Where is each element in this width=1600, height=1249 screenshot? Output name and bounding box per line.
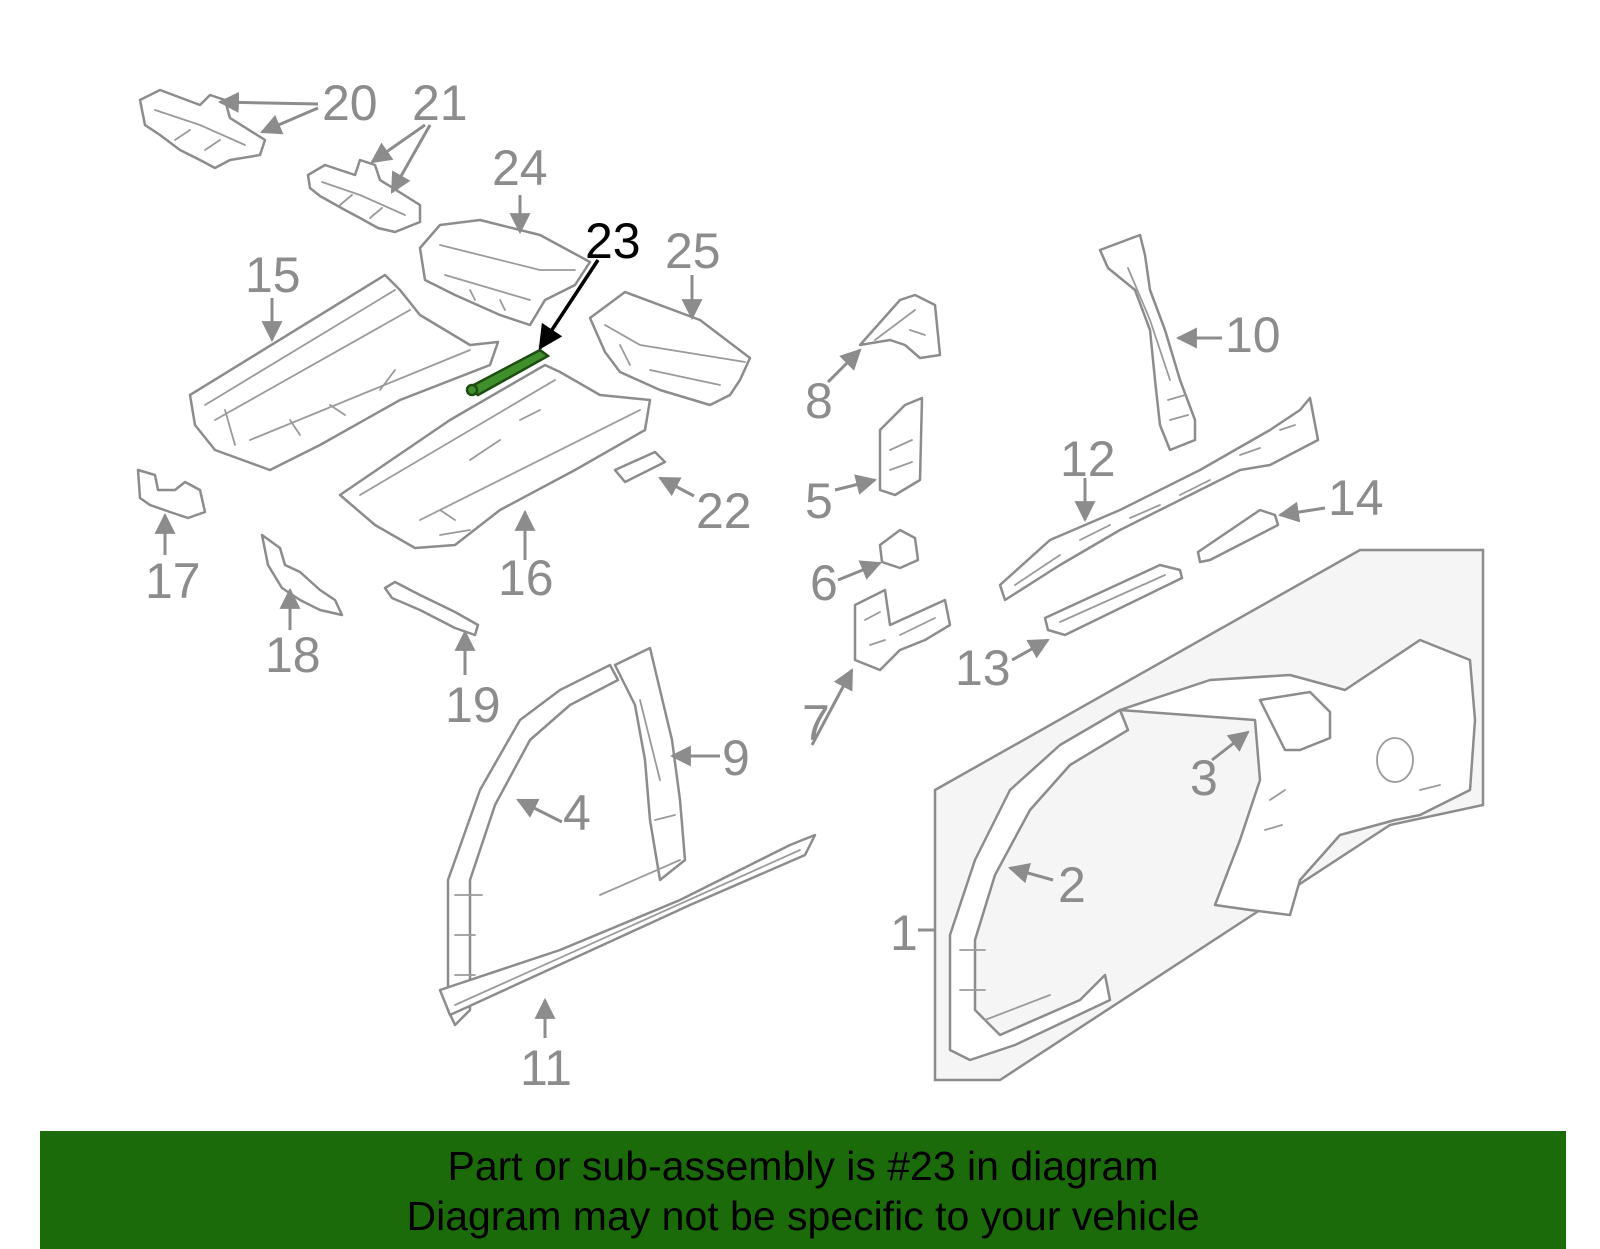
callout-25: 25 (665, 223, 721, 279)
part-24 (418, 218, 592, 327)
part-13 (1043, 563, 1184, 637)
part-5 (878, 396, 924, 497)
part-10 (1098, 233, 1197, 452)
part-18 (260, 533, 344, 617)
callout-15: 15 (245, 247, 301, 303)
part-12 (998, 396, 1320, 602)
part-1-side-panel (933, 548, 1485, 1082)
banner-line-2: Diagram may not be specific to your vehi… (406, 1193, 1200, 1239)
part-19 (383, 580, 480, 637)
callout-16: 16 (498, 550, 554, 606)
callout-10: 10 (1225, 307, 1281, 363)
part-6 (878, 528, 920, 570)
part-14 (1196, 508, 1280, 564)
banner-line-1: Part or sub-assembly is #23 in diagram (447, 1143, 1159, 1189)
callout-18: 18 (265, 627, 321, 683)
callout-17: 17 (145, 553, 201, 609)
part-11 (438, 833, 817, 1017)
part-8 (858, 293, 942, 360)
part-17 (136, 468, 207, 520)
callout-6: 6 (810, 555, 838, 611)
callout-leaders (154, 91, 1326, 1038)
part-20 (138, 88, 267, 170)
callout-9: 9 (722, 730, 750, 786)
part-25 (588, 290, 752, 407)
callout-21: 21 (412, 75, 468, 131)
part-7 (853, 588, 952, 672)
disclaimer-banner: Part or sub-assembly is #23 in diagram D… (40, 1131, 1566, 1249)
callout-22: 22 (696, 483, 752, 539)
part-15 (188, 273, 500, 472)
callout-12: 12 (1060, 431, 1116, 487)
part-22 (613, 450, 667, 484)
callout-2: 2 (1058, 857, 1086, 913)
callout-19: 19 (445, 677, 501, 733)
part-2 (948, 708, 1130, 1062)
callout-11: 11 (520, 1040, 572, 1096)
callout-24: 24 (492, 140, 548, 196)
part-9 (613, 646, 687, 882)
part-21 (306, 158, 422, 234)
part-16 (338, 363, 652, 550)
callout-13: 13 (955, 640, 1011, 696)
callout-8: 8 (805, 373, 833, 429)
callout-7: 7 (802, 695, 830, 751)
part-3 (1118, 638, 1477, 917)
callout-3: 3 (1190, 750, 1218, 806)
callout-4: 4 (563, 785, 591, 841)
callout-labels: 20 21 24 23 25 15 16 22 17 18 19 8 5 6 7… (145, 75, 1384, 1096)
callout-14: 14 (1328, 470, 1384, 526)
part-23-highlighted[interactable] (465, 348, 551, 397)
callout-1: 1 (890, 905, 918, 961)
callout-20: 20 (322, 75, 378, 131)
callout-5: 5 (805, 473, 833, 529)
callout-23: 23 (585, 213, 641, 269)
